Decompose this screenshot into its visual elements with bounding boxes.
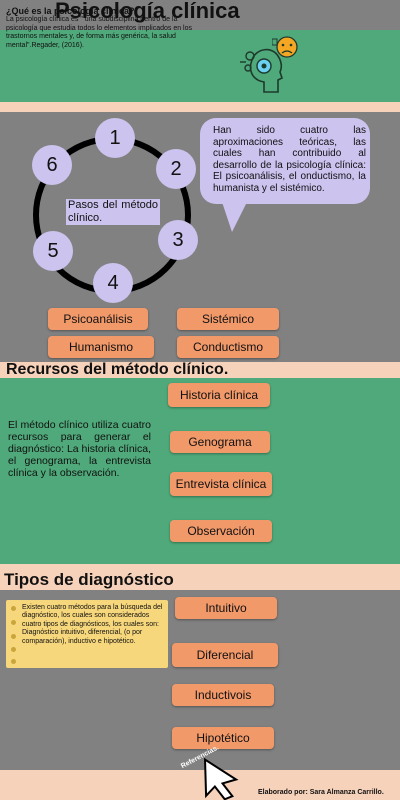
recurso-historia-clinica[interactable]: Historia clínica: [168, 383, 270, 407]
bullet-icon: [11, 659, 16, 664]
bullet-icon: [11, 620, 16, 625]
head-gears-icon: [240, 48, 283, 93]
approach-sistemico[interactable]: Sistémico: [177, 308, 279, 330]
diagnostico-inductivo[interactable]: Inductivois: [172, 684, 274, 706]
step-3-circle: 3: [158, 220, 198, 260]
diagnostico-intuitivo[interactable]: Intuitivo: [175, 597, 277, 619]
step-2-circle: 2: [156, 149, 196, 189]
approaches-bubble: [200, 118, 370, 204]
diagnostico-note: [6, 600, 168, 668]
bullet-icon: [11, 606, 16, 611]
pointer-arrow-icon[interactable]: [178, 752, 242, 800]
recurso-genograma[interactable]: Genograma: [170, 431, 270, 453]
diagnostico-heading: Tipos de diagnóstico: [4, 570, 174, 589]
intro-text: La psicología clínica es " una subdiscip…: [6, 16, 193, 49]
step-5-circle: 5: [33, 231, 73, 271]
approach-humanismo[interactable]: Humanismo: [48, 336, 154, 358]
bubble-tail: [220, 196, 250, 232]
title-band: Psicología clínica: [0, 0, 400, 30]
intro-panel: [0, 30, 400, 102]
bullet-icon: [11, 634, 16, 639]
diagnostico-hipotetico[interactable]: Hipotético: [172, 727, 274, 749]
recursos-text: El método clínico utiliza cuatro recurso…: [8, 419, 151, 479]
diagnostico-text: Existen cuatro métodos para la búsqueda …: [22, 604, 163, 645]
page-title: Psicología clínica: [55, 0, 240, 23]
step-4-circle: 4: [93, 263, 133, 303]
diagnostico-diferencial[interactable]: Diferencial: [172, 643, 278, 667]
step-6-circle: 6: [32, 145, 72, 185]
footer-credit: Elaborado por: Sara Almanza Carrillo.: [258, 789, 384, 796]
approaches-text: Han sido cuatro las aproximaciones teóri…: [213, 125, 366, 194]
bullet-icon: [11, 647, 16, 652]
approach-psicoanalisis[interactable]: Psicoanálisis: [48, 308, 148, 330]
recurso-entrevista-clinica[interactable]: Entrevista clínica: [170, 472, 272, 496]
recursos-heading: Recursos del método clínico.: [6, 361, 229, 378]
recurso-observacion[interactable]: Observación: [170, 520, 272, 542]
intro-heading: ¿Qué es la psicología clínica?: [6, 6, 135, 16]
step-1-circle: 1: [95, 118, 135, 158]
cycle-label: Pasos del método clínico.: [66, 199, 160, 225]
approach-conductismo[interactable]: Conductismo: [177, 336, 279, 358]
emotion-faces-icon: [272, 36, 298, 58]
